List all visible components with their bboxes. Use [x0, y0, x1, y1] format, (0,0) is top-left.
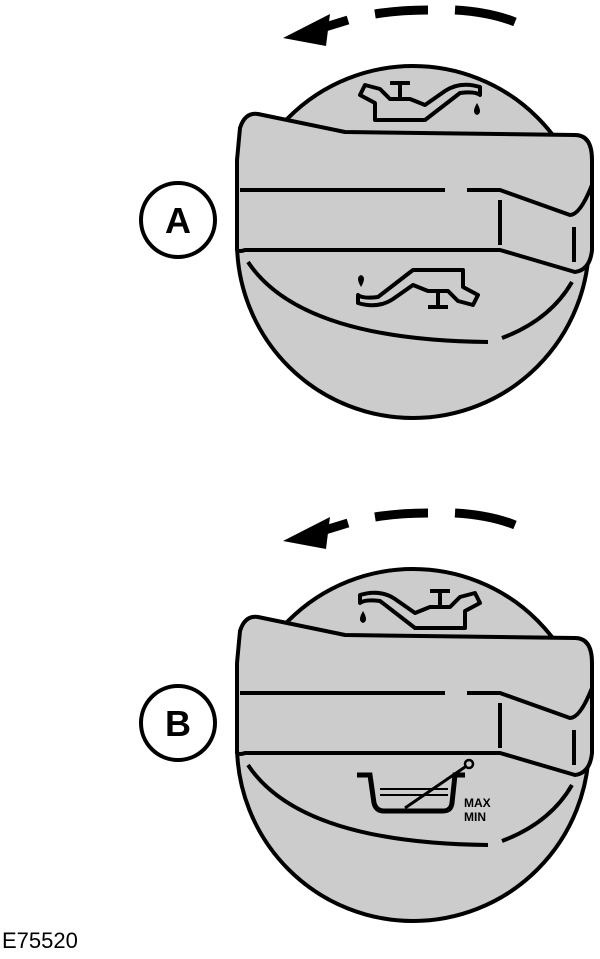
oil-level-dipstick-icon	[357, 758, 475, 814]
label-b-circle	[139, 684, 217, 762]
label-a-circle	[139, 181, 217, 259]
max-label: MAX	[464, 796, 491, 810]
figure-code: E75520	[2, 928, 78, 953]
min-label: MIN	[464, 810, 486, 824]
label-a: A	[165, 200, 191, 241]
panel-a: A	[139, 10, 592, 418]
label-b: B	[165, 703, 191, 744]
panel-b: MAX MIN B	[139, 513, 592, 921]
